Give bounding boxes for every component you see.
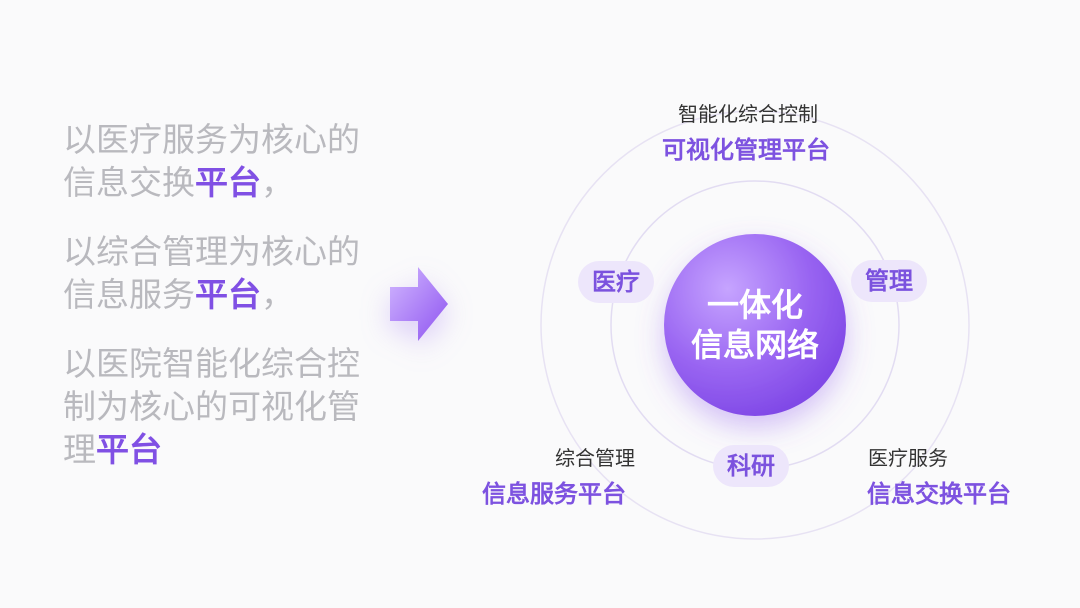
para1-text: 以医疗服务为核心的信息交换 xyxy=(63,120,360,202)
para3-highlight: 平台 xyxy=(96,430,162,469)
arrow-right-icon xyxy=(390,267,448,341)
para2-suffix: ， xyxy=(261,275,294,314)
para2-text: 以综合管理为核心的信息服务 xyxy=(63,232,360,314)
pill-medical: 医疗 xyxy=(578,261,654,303)
para1-highlight: 平台 xyxy=(195,163,261,202)
center-circle xyxy=(664,234,846,416)
node-bottom-left-subtitle: 综合管理 xyxy=(555,446,635,470)
center-title-line1: 一体化 xyxy=(706,286,803,324)
node-top-title: 可视化管理平台 xyxy=(662,136,830,164)
description-block: 以医疗服务为核心的信息交换平台， 以综合管理为核心的信息服务平台， 以医院智能化… xyxy=(63,118,363,497)
description-paragraph-1: 以医疗服务为核心的信息交换平台， xyxy=(63,118,363,204)
node-bottom-right-subtitle: 医疗服务 xyxy=(868,446,948,470)
pill-research: 科研 xyxy=(713,445,789,487)
center-title-line2: 信息网络 xyxy=(690,326,819,364)
node-top-subtitle: 智能化综合控制 xyxy=(678,102,818,126)
pill-management: 管理 xyxy=(851,260,927,302)
para3-text: 以医院智能化综合控制为核心的可视化管理 xyxy=(63,344,360,469)
node-bottom-right-title: 信息交换平台 xyxy=(867,480,1011,508)
description-paragraph-3: 以医院智能化综合控制为核心的可视化管理平台 xyxy=(63,342,363,471)
para1-suffix: ， xyxy=(261,163,294,202)
description-paragraph-2: 以综合管理为核心的信息服务平台， xyxy=(63,230,363,316)
node-bottom-left-title: 信息服务平台 xyxy=(482,480,626,508)
para2-highlight: 平台 xyxy=(195,275,261,314)
outer-ring xyxy=(540,110,970,540)
